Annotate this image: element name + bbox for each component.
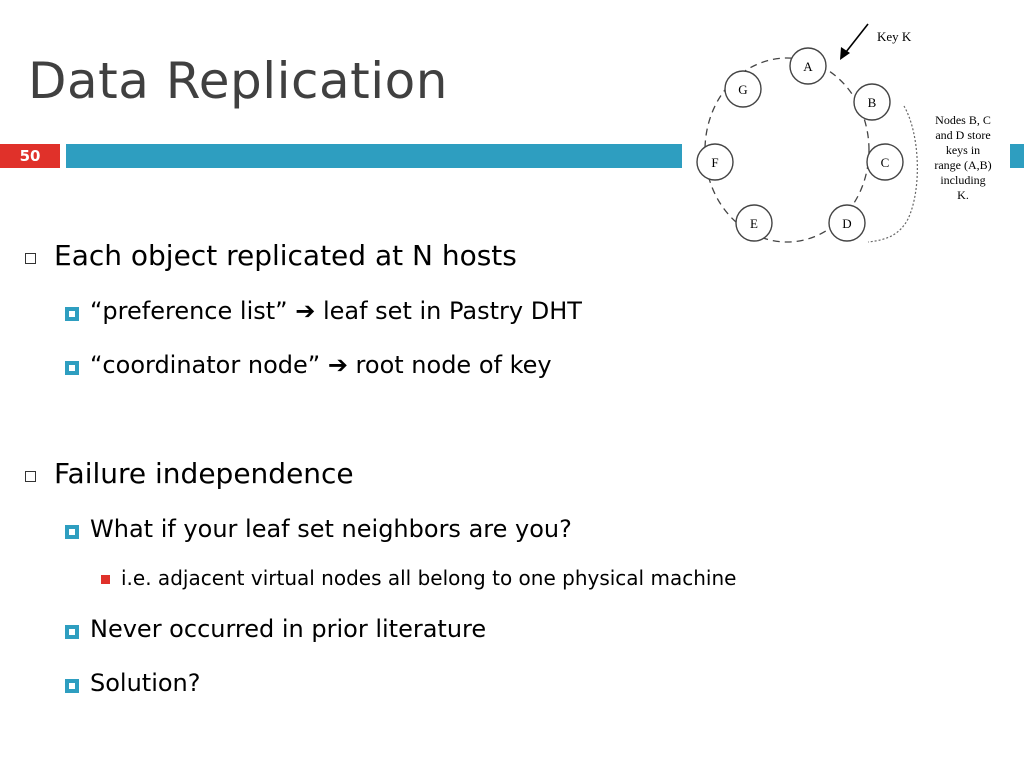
ring-node-label: G [738, 82, 747, 97]
slide-number: 50 [0, 144, 60, 168]
bullet-text: Each object replicated at N hosts [54, 239, 517, 272]
bullet-marker-hollow-square [25, 253, 36, 264]
bullet-text-part: “preference list” [90, 297, 296, 325]
bullet-marker-square [65, 361, 79, 375]
ring-node-label: F [711, 155, 718, 170]
ring-node-label: C [881, 155, 890, 170]
title-accent-bar-right [1010, 144, 1024, 168]
ring-node-c: C [866, 143, 904, 181]
key-label: Key K [877, 29, 912, 44]
slide-title: Data Replication [28, 52, 448, 110]
ring-diagram: Key K A B C D E F G Nodes B, C and D sto… [696, 23, 992, 243]
bullet-text: Failure independence [54, 457, 354, 490]
bullet-marker-square [65, 625, 79, 639]
arrow-right-icon: ➔ [327, 351, 348, 379]
bullet-text-part: “coordinator node” [90, 351, 328, 379]
bullet-text: “preference list” ➔ leaf set in Pastry D… [90, 297, 582, 325]
bullet-text: “coordinator node” ➔ root node of key [90, 351, 552, 379]
bullet-marker-hollow-square [25, 471, 36, 482]
range-note-line: range (A,B) [934, 158, 991, 172]
range-note-line: including [940, 173, 985, 187]
arrow-right-icon: ➔ [295, 297, 316, 325]
bullet-text: Solution? [90, 669, 201, 697]
key-arrow [840, 23, 869, 60]
bullet-text: What if your leaf set neighbors are you? [90, 515, 572, 543]
ring-node-label: B [868, 95, 877, 110]
range-note-line: keys in [946, 143, 980, 157]
bullet-text: Never occurred in prior literature [90, 615, 487, 643]
ring-node-b: B [853, 83, 891, 121]
bullet-marker-small-square [101, 575, 110, 584]
ring-node-a: A [789, 47, 827, 85]
range-bracket [867, 105, 918, 243]
range-note-line: and D store [935, 128, 990, 142]
ring-node-label: E [750, 216, 758, 231]
range-note-line: Nodes B, C [935, 113, 991, 127]
bullet-marker-square [65, 679, 79, 693]
range-note-line: K. [957, 188, 969, 202]
bullet-marker-square [65, 307, 79, 321]
bullet-marker-square [65, 525, 79, 539]
ring-node-f: F [696, 143, 734, 181]
ring-node-d: D [828, 204, 866, 242]
range-note: Nodes B, C and D store keys in range (A,… [934, 113, 991, 202]
bullet-text: i.e. adjacent virtual nodes all belong t… [121, 566, 737, 590]
ring-node-g: G [724, 70, 762, 108]
bullet-text-part: leaf set in Pastry DHT [315, 297, 582, 325]
title-accent-bar [66, 144, 682, 168]
ring-circle [704, 57, 870, 243]
ring-node-label: A [803, 59, 813, 74]
bullet-text-part: root node of key [347, 351, 552, 379]
ring-node-e: E [735, 204, 773, 242]
ring-node-label: D [842, 216, 851, 231]
